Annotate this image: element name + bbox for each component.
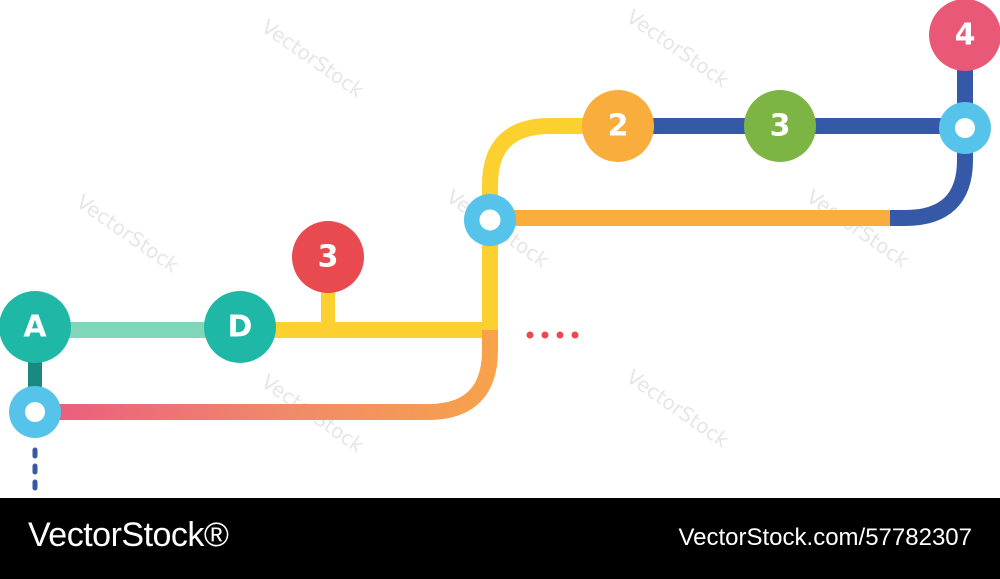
node-3-right: 3 bbox=[744, 90, 816, 162]
junction-middle bbox=[464, 194, 516, 246]
red-dots bbox=[526, 331, 579, 339]
line-navy-curve bbox=[890, 128, 973, 226]
watermark: VectorStock bbox=[622, 364, 734, 452]
junction-bottom-left bbox=[9, 386, 61, 438]
footer-reference: VectorStock.com/57782307 bbox=[678, 524, 972, 551]
node-4: 4 bbox=[929, 0, 1000, 71]
node-4-label: 4 bbox=[955, 18, 976, 53]
node-2: 2 bbox=[582, 90, 654, 162]
watermark: VectorStock bbox=[622, 4, 734, 92]
watermark: VectorStock bbox=[802, 184, 914, 272]
node-3-right-label: 3 bbox=[770, 109, 791, 144]
watermark: VectorStock bbox=[257, 14, 369, 102]
watermark: VectorStock bbox=[72, 189, 184, 277]
node-a: A bbox=[0, 291, 71, 363]
line-bottom-pink-orange bbox=[35, 300, 498, 420]
line-yellow-up-to-2 bbox=[482, 118, 618, 222]
node-a-label: A bbox=[23, 310, 47, 345]
footer-brand: VectorStock® bbox=[28, 516, 229, 554]
node-d: D bbox=[204, 291, 276, 363]
metro-diagram: VectorStock VectorStock VectorStock Vect… bbox=[0, 0, 1000, 501]
junction-top-right bbox=[939, 102, 991, 154]
node-3-left: 3 bbox=[292, 221, 364, 293]
node-2-label: 2 bbox=[608, 109, 629, 144]
footer-bar: VectorStock® VectorStock.com/57782307 bbox=[0, 498, 1000, 579]
node-d-label: D bbox=[228, 310, 253, 345]
node-3-left-label: 3 bbox=[318, 240, 339, 275]
